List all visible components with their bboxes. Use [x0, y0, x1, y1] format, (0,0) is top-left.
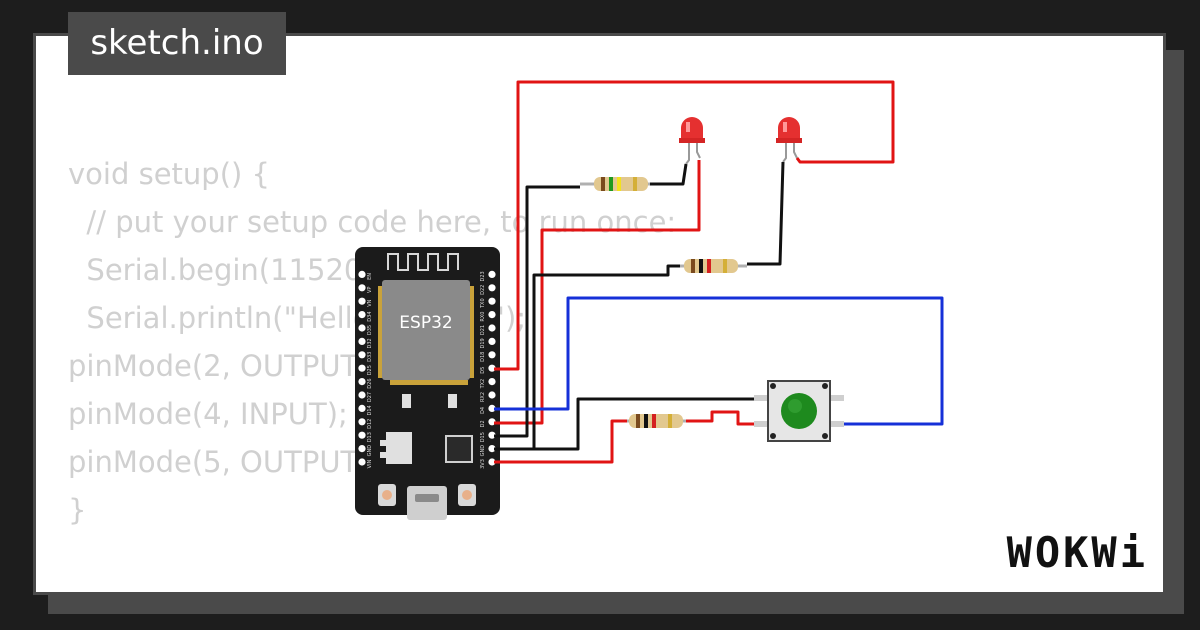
- chip-label: ESP32: [399, 313, 452, 333]
- wire-blue-1[interactable]: [494, 296, 944, 426]
- wokwi-logo: WOKWi: [1006, 528, 1148, 577]
- esp32-board[interactable]: ESP32 3V3 GND D15 D2 D4 RX2 TX2 D5 D18 D19 D21 RX0 T…: [355, 247, 500, 520]
- pin-label: 3V3: [480, 459, 486, 469]
- led-2[interactable]: [776, 117, 802, 163]
- resistor-2[interactable]: [680, 259, 747, 273]
- sketch-filename: sketch.ino: [68, 12, 286, 75]
- resistor-3[interactable]: [627, 414, 686, 428]
- pin-hole[interactable]: [488, 404, 496, 412]
- pin-hole[interactable]: [358, 270, 366, 278]
- pin-label: D33: [367, 352, 373, 362]
- wire-black-5[interactable]: [494, 397, 768, 451]
- push-button[interactable]: [754, 380, 844, 442]
- pin-label: GND: [480, 445, 486, 457]
- led-1[interactable]: [679, 117, 705, 165]
- pin-hole[interactable]: [358, 431, 366, 439]
- pin-hole[interactable]: [488, 284, 496, 292]
- pin-hole[interactable]: [358, 324, 366, 332]
- preview-card: [33, 33, 1166, 595]
- pin-hole[interactable]: [488, 391, 496, 399]
- pin-label: GND: [367, 445, 373, 457]
- pin-hole[interactable]: [358, 364, 366, 372]
- wire-black-1[interactable]: [494, 185, 580, 438]
- pin-hole[interactable]: [488, 311, 496, 319]
- pin-hole[interactable]: [358, 445, 366, 453]
- pin-label: D13: [367, 432, 373, 442]
- pin-hole[interactable]: [358, 297, 366, 305]
- pin-label: D19: [480, 338, 486, 348]
- pin-label: D5: [480, 367, 486, 374]
- wire-black-4[interactable]: [747, 161, 785, 266]
- esp32-chip: [382, 280, 470, 380]
- pin-hole[interactable]: [488, 378, 496, 386]
- pin-hole[interactable]: [488, 418, 496, 426]
- pin-label: VIN: [367, 459, 373, 468]
- pin-hole[interactable]: [358, 378, 366, 386]
- pin-label: VN: [367, 299, 373, 306]
- wire-red-2[interactable]: [494, 160, 701, 425]
- pin-label: RX0: [480, 312, 486, 322]
- pin-label: D22: [480, 285, 486, 295]
- pin-label: D2: [480, 420, 486, 427]
- pin-label: TX2: [480, 379, 486, 390]
- wire-red-1[interactable]: [494, 80, 895, 371]
- pin-label: D32: [367, 338, 373, 348]
- pin-hole[interactable]: [358, 284, 366, 292]
- pin-hole[interactable]: [358, 391, 366, 399]
- code-line: Serial.begin(115200);: [68, 253, 402, 287]
- pin-label: D34: [367, 311, 373, 321]
- pin-label: VP: [367, 287, 373, 293]
- pin-hole[interactable]: [358, 311, 366, 319]
- pin-label: D12: [367, 419, 373, 429]
- pin-hole[interactable]: [358, 351, 366, 359]
- pin-label: EN: [367, 273, 373, 280]
- code-line: }: [68, 493, 87, 527]
- pin-hole[interactable]: [358, 404, 366, 412]
- pin-hole[interactable]: [488, 337, 496, 345]
- pin-label: D23: [480, 271, 486, 281]
- pin-hole[interactable]: [488, 458, 496, 466]
- pin-label: D4: [480, 407, 486, 414]
- pin-label: D25: [367, 365, 373, 375]
- pin-hole[interactable]: [488, 270, 496, 278]
- code-line: // put your setup code here, to run once…: [68, 205, 677, 239]
- code-line: pinMode(4, INPUT);: [68, 397, 348, 431]
- pin-hole[interactable]: [488, 445, 496, 453]
- pin-hole[interactable]: [488, 297, 496, 305]
- pin-label: TX0: [480, 298, 486, 309]
- pin-label: D27: [367, 392, 373, 402]
- pin-hole[interactable]: [358, 418, 366, 426]
- wire-red-3[interactable]: [494, 419, 627, 464]
- pin-hole[interactable]: [358, 337, 366, 345]
- pin-label: D14: [367, 405, 373, 415]
- pin-hole[interactable]: [358, 458, 366, 466]
- wire-black-2[interactable]: [650, 163, 688, 186]
- wire-red-4[interactable]: [686, 410, 768, 426]
- pin-hole[interactable]: [488, 324, 496, 332]
- pin-hole[interactable]: [488, 364, 496, 372]
- pin-label: D15: [480, 432, 486, 442]
- code-line: void setup() {: [68, 157, 270, 191]
- pin-label: D18: [480, 352, 486, 362]
- pin-label: D21: [480, 325, 486, 335]
- pin-label: D26: [367, 378, 373, 388]
- resistor-1[interactable]: [580, 177, 650, 191]
- pin-hole[interactable]: [488, 351, 496, 359]
- pin-label: D35: [367, 325, 373, 335]
- pin-label: RX2: [480, 392, 486, 402]
- pin-hole[interactable]: [488, 431, 496, 439]
